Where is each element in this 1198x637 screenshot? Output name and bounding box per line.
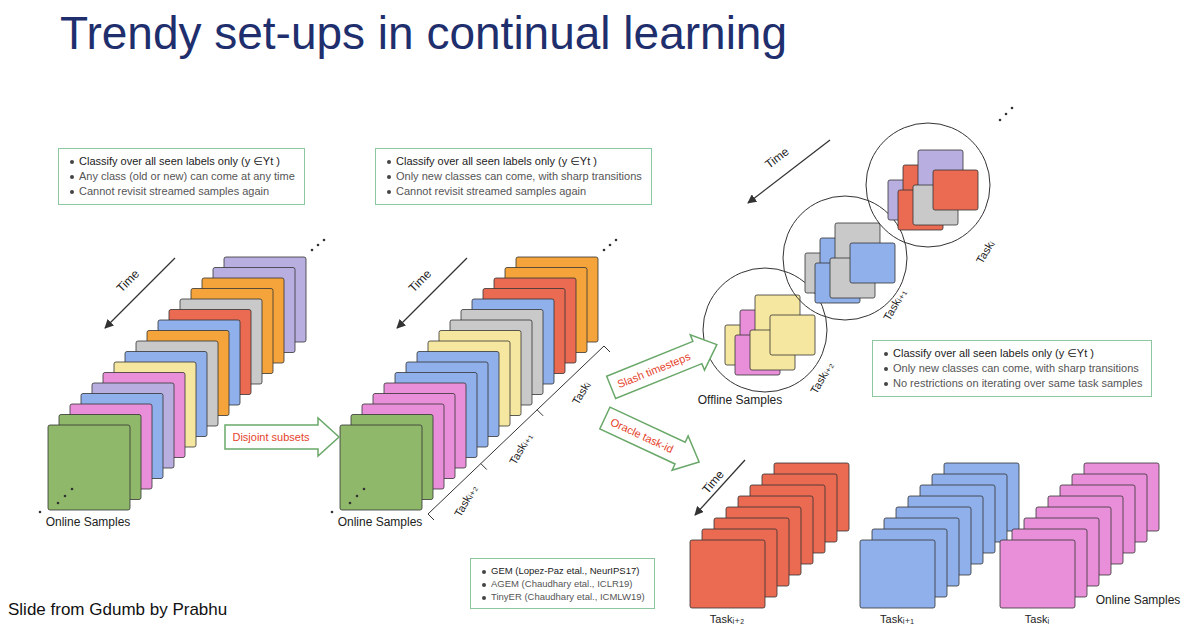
ellipsis (39, 239, 326, 514)
bullet-text: Classify over all seen labels only (y ∈Y… (396, 154, 642, 169)
ellipsis (999, 107, 1014, 122)
task-stack (1000, 463, 1159, 608)
task-stack (690, 463, 849, 608)
diagram-label: Taskᵢ (570, 379, 593, 406)
diagram-label: Taskᵢ₊₂ (808, 360, 836, 396)
bullet-text: Classify over all seen labels only (y ∈Y… (79, 154, 295, 169)
note-box: Classify over all seen labels only (y ∈Y… (375, 148, 652, 205)
slide-title: Trendy set-ups in continual learning (60, 6, 787, 60)
reference-box: GEM (Lopez-Paz etal., NeurIPS17)AGEM (Ch… (470, 558, 655, 609)
diagram-label: Taskᵢ₊₁ (507, 431, 535, 467)
bullet-text: Cannot revisit streamed samples again (396, 184, 642, 199)
bullet-text: No restrictions on iterating over same t… (893, 376, 1142, 391)
bullet-text: Cannot revisit streamed samples again (79, 184, 295, 199)
bullet-text: Only new classes can come, with sharp tr… (893, 361, 1142, 376)
arrow-label: Oracle task-id (596, 399, 689, 471)
sample-card (48, 425, 130, 510)
time-arrow (397, 258, 467, 328)
arrow-label: Slash timesteps (603, 334, 705, 406)
note-box: Classify over all seen labels only (y ∈Y… (58, 148, 305, 205)
diagram-label: Online Samples (46, 515, 131, 529)
time-arrow (748, 140, 830, 203)
sample-card (340, 425, 422, 510)
diagram-label: Time (699, 467, 727, 496)
time-arrow (105, 258, 175, 328)
bullet-text: Only new classes can come, with sharp tr… (396, 169, 642, 184)
diagram-label: Taskᵢ (1025, 613, 1049, 625)
diagram-label: Online Samples (1096, 593, 1181, 607)
bullet-text: AGEM (Chaudhary etal., ICLR19) (491, 577, 645, 590)
bullet-text: TinyER (Chaudhary etal., ICMLW19) (491, 590, 645, 603)
diagram-label: Time (114, 267, 142, 295)
task-cluster (866, 123, 990, 247)
note-box: Classify over all seen labels only (y ∈Y… (872, 340, 1152, 397)
block-arrow: Disjoint subsets (224, 417, 340, 457)
arrow-label: Disjoint subsets (224, 417, 318, 457)
time-arrow (695, 460, 745, 515)
diagram-label: Time (406, 267, 434, 295)
online-stack (48, 257, 306, 510)
bullet-text: GEM (Lopez-Paz etal., NeurIPS17) (491, 564, 645, 577)
block-arrow: Oracle task-id (596, 399, 709, 480)
disjoint-stack (340, 257, 598, 510)
diagram-label: Time (762, 145, 791, 172)
diagram-label: Taskᵢ (974, 238, 997, 265)
sample-card (690, 540, 765, 608)
diagram-label: Online Samples (338, 515, 423, 529)
diagram-label: Taskᵢ₊₂ (452, 483, 480, 519)
diagram-label: Offline Samples (698, 393, 783, 407)
task-bracket (428, 346, 610, 520)
slide-caption: Slide from Gdumb by Prabhu (8, 600, 227, 620)
sample-card (860, 540, 935, 608)
diagram-label: Taskᵢ₊₂ (710, 613, 744, 626)
ellipsis (331, 239, 618, 514)
diagram-label: Taskᵢ₊₁ (880, 613, 914, 626)
task-stack (860, 463, 1019, 608)
bullet-text: Any class (old or new) can come at any t… (79, 169, 295, 184)
bullet-text: Classify over all seen labels only (y ∈Y… (893, 346, 1142, 361)
sample-card (1000, 540, 1075, 608)
